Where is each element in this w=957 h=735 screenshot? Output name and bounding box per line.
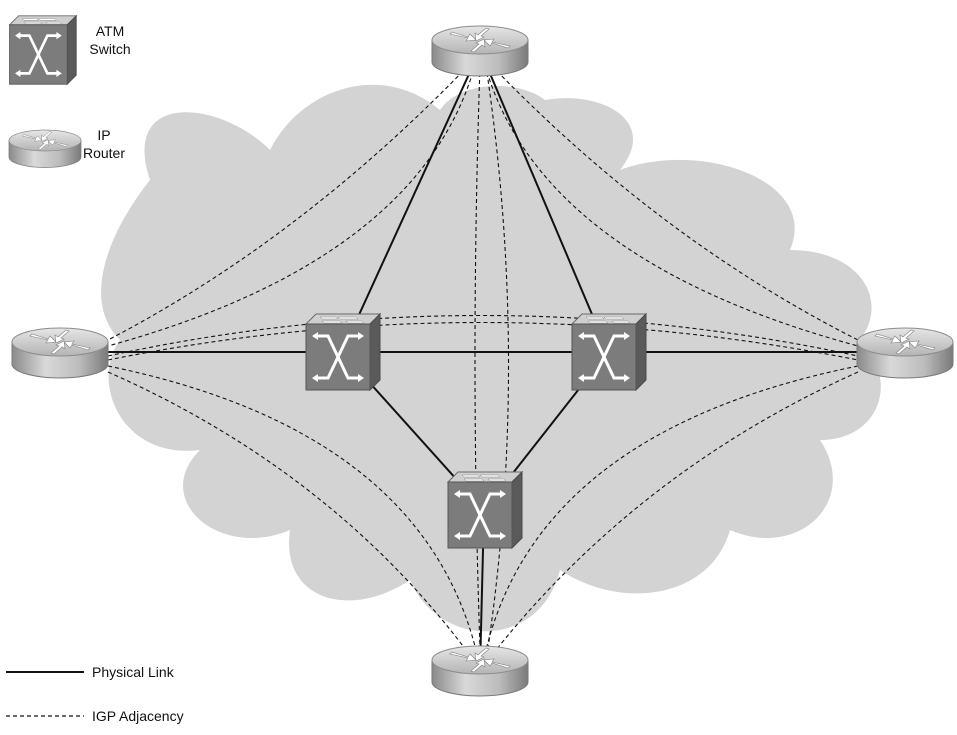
legend-igp-adjacency-label: IGP Adjacency	[92, 708, 184, 724]
router-left-ip-router-icon	[11, 327, 109, 379]
physical-link-router-top-switch-right	[479, 49, 609, 353]
legend-ip-router: IP Router	[8, 127, 125, 168]
igp-adjacency-router-top-router-right-1	[484, 64, 859, 347]
network-cloud	[101, 84, 881, 632]
ip-router-icon	[8, 129, 82, 168]
legend-physical-link-label: Physical Link	[92, 664, 175, 680]
igp-adjacency-router-left-router-bottom-2	[107, 371, 467, 651]
switch-bottom-atm-switch-icon	[446, 470, 524, 550]
igp-adjacency-router-right-router-bottom-1	[485, 365, 859, 651]
atm-switch-icon	[8, 14, 78, 86]
igp-adjacency-router-top-router-left-2	[107, 65, 469, 341]
legend-atm-switch: ATM Switch	[8, 14, 131, 86]
igp-adjacency-router-right-router-bottom-2	[495, 371, 859, 651]
igp-adjacency-router-top-router-right-2	[491, 65, 859, 341]
switch-left-atm-switch-icon	[304, 312, 382, 392]
legend-atm-switch-label-line1: ATM	[96, 23, 125, 39]
legend-ip-router-label-line2: Router	[83, 145, 125, 161]
router-top-ip-router-icon	[431, 25, 529, 77]
switch-right-atm-switch-icon	[570, 312, 648, 392]
physical-link-router-top-switch-left	[341, 49, 481, 353]
router-bottom-ip-router-icon	[431, 645, 529, 697]
legend-ip-router-label-line1: IP	[97, 127, 110, 143]
router-right-ip-router-icon	[856, 327, 954, 379]
legend-physical-link: Physical Link	[6, 664, 175, 680]
igp-adjacency-router-left-router-right-1	[107, 314, 859, 357]
igp-adjacency-router-left-router-right-2	[107, 321, 859, 361]
legend-igp-adjacency: IGP Adjacency	[6, 708, 184, 724]
legend: ATM Switch IP Router Physical Link IGP A…	[6, 14, 184, 724]
legend-atm-switch-label-line2: Switch	[89, 41, 130, 57]
